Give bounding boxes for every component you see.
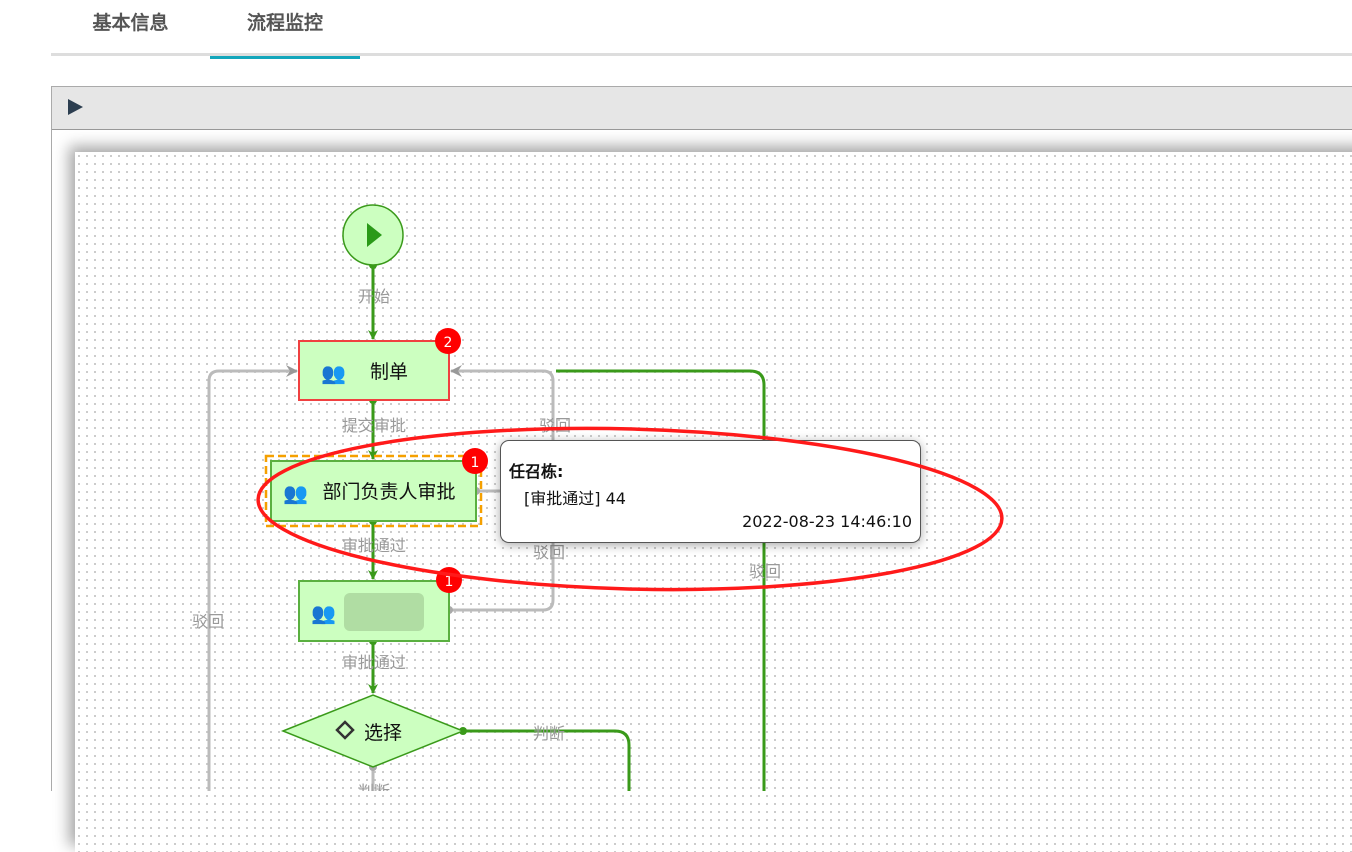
tooltip-record: [审批通过] 44	[524, 489, 626, 508]
edge-reject-right[interactable]	[556, 369, 766, 791]
toolbar	[52, 87, 1352, 130]
play-icon[interactable]	[68, 99, 83, 115]
tooltip: 任召栋: [审批通过] 44 2022-08-23 14:46:10	[500, 440, 921, 543]
edge-reject-left[interactable]	[207, 365, 298, 791]
play-icon	[367, 223, 382, 247]
edge-label-reject3: 驳回	[533, 543, 565, 562]
svg-text:2: 2	[444, 335, 453, 351]
gateway-icon	[335, 720, 355, 740]
edge-judge-right[interactable]	[463, 729, 631, 791]
users-icon: 👥	[321, 361, 346, 385]
node-draft[interactable]: 👥 制单 2	[298, 328, 461, 401]
count-badge	[435, 328, 461, 354]
tab-bar: 基本信息 流程监控	[51, 0, 1352, 59]
node-label: 制单	[370, 361, 408, 383]
edge-label-reject2: 驳回	[539, 416, 571, 435]
edge-label-pass1: 审批通过	[342, 536, 406, 555]
flow-diagram: 开始 提交审批 审批通过 审批通过 判断 判断 驳回 驳回 驳回 驳回 👥 制单…	[192, 204, 781, 791]
tooltip-time: 2022-08-23 14:46:10	[742, 512, 912, 531]
node-choice[interactable]: 选择	[280, 694, 466, 768]
blurred-label	[344, 593, 424, 631]
users-icon: 👥	[283, 481, 308, 505]
node-label: 部门负责人审批	[322, 481, 455, 503]
tooltip-approver: 任召栋:	[509, 462, 564, 481]
edge-label-judge2: 判断	[358, 782, 390, 791]
svg-text:1: 1	[445, 574, 454, 590]
edge-label-start: 开始	[358, 287, 390, 306]
edge-label-reject4: 驳回	[749, 562, 781, 581]
node-dept-approval[interactable]: 👥 部门负责人审批 1	[264, 448, 488, 528]
node-third-approval[interactable]: 👥 1	[298, 567, 462, 642]
tab-basic-info[interactable]: 基本信息	[92, 12, 169, 34]
tab-process-monitor[interactable]: 流程监控	[210, 10, 360, 59]
svg-text:选择: 选择	[364, 722, 402, 744]
edge-label-reject1: 驳回	[192, 612, 224, 631]
edge-label-submit: 提交审批	[342, 416, 406, 435]
svg-text:1: 1	[471, 455, 480, 471]
edge-label-judge1: 判断	[533, 724, 565, 743]
edge-reject-third[interactable]	[449, 543, 555, 612]
edge-label-pass2: 审批通过	[342, 653, 406, 672]
users-icon: 👥	[311, 601, 336, 625]
